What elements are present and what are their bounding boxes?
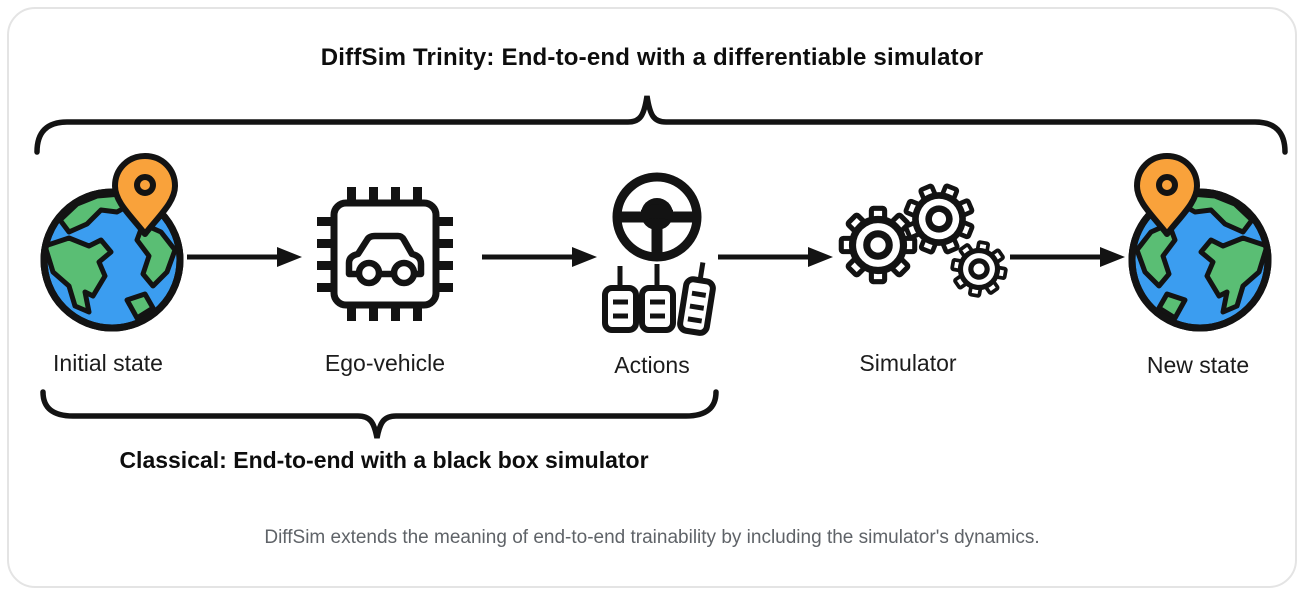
steering-wheel-pedals-icon <box>602 172 716 336</box>
top-brace <box>34 95 1288 155</box>
arrow-icon <box>187 247 302 267</box>
pedals-icon <box>602 262 716 336</box>
gears-icon <box>820 175 1040 315</box>
steering-wheel-icon <box>612 172 702 262</box>
caption: DiffSim extends the meaning of end-to-en… <box>264 527 1040 548</box>
bottom-brace <box>40 389 719 439</box>
stage-label-actions: Actions <box>614 352 690 378</box>
globe-with-pin-icon <box>1128 153 1272 332</box>
chip-with-car-icon <box>317 187 453 321</box>
arrow-icon <box>482 247 597 267</box>
location-pin-icon <box>112 153 178 237</box>
arrow-icon <box>718 247 833 267</box>
globe-with-pin-icon <box>40 153 184 332</box>
stage-label-initial-state: Initial state <box>53 350 163 376</box>
stage-label-simulator: Simulator <box>859 350 957 376</box>
location-pin-icon <box>1134 153 1200 237</box>
stage-label-ego-vehicle: Ego-vehicle <box>324 350 446 376</box>
arrow-icon <box>1010 247 1125 267</box>
stage-label-new-state: New state <box>1146 352 1250 378</box>
car-icon <box>345 232 425 287</box>
classical-label: Classical: End-to-end with a black box s… <box>119 447 649 473</box>
diagram-title: DiffSim Trinity: End-to-end with a diffe… <box>320 44 984 71</box>
